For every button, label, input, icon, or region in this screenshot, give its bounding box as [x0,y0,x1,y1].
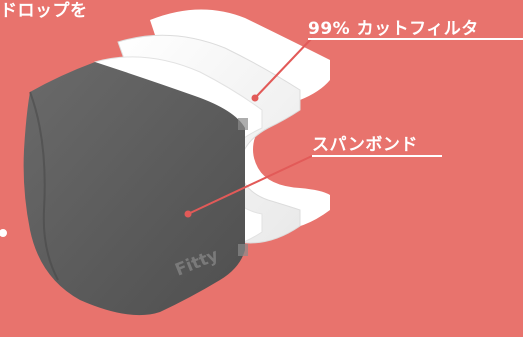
filter-label: 99% カットフィルタ [308,19,479,39]
filter-label-underline [308,38,523,40]
top-left-label: ドロップを [0,1,88,21]
filter-connector-dot [251,94,259,102]
decor-dot-left [0,229,7,237]
spunbond-label: スパンボンド [312,135,418,155]
spunbond-connector-dot [184,210,192,218]
filter-connector-line [254,37,313,99]
spunbond-connector-line [187,155,313,215]
spunbond-label-underline [312,155,442,157]
mask-outer-shell [23,62,245,316]
